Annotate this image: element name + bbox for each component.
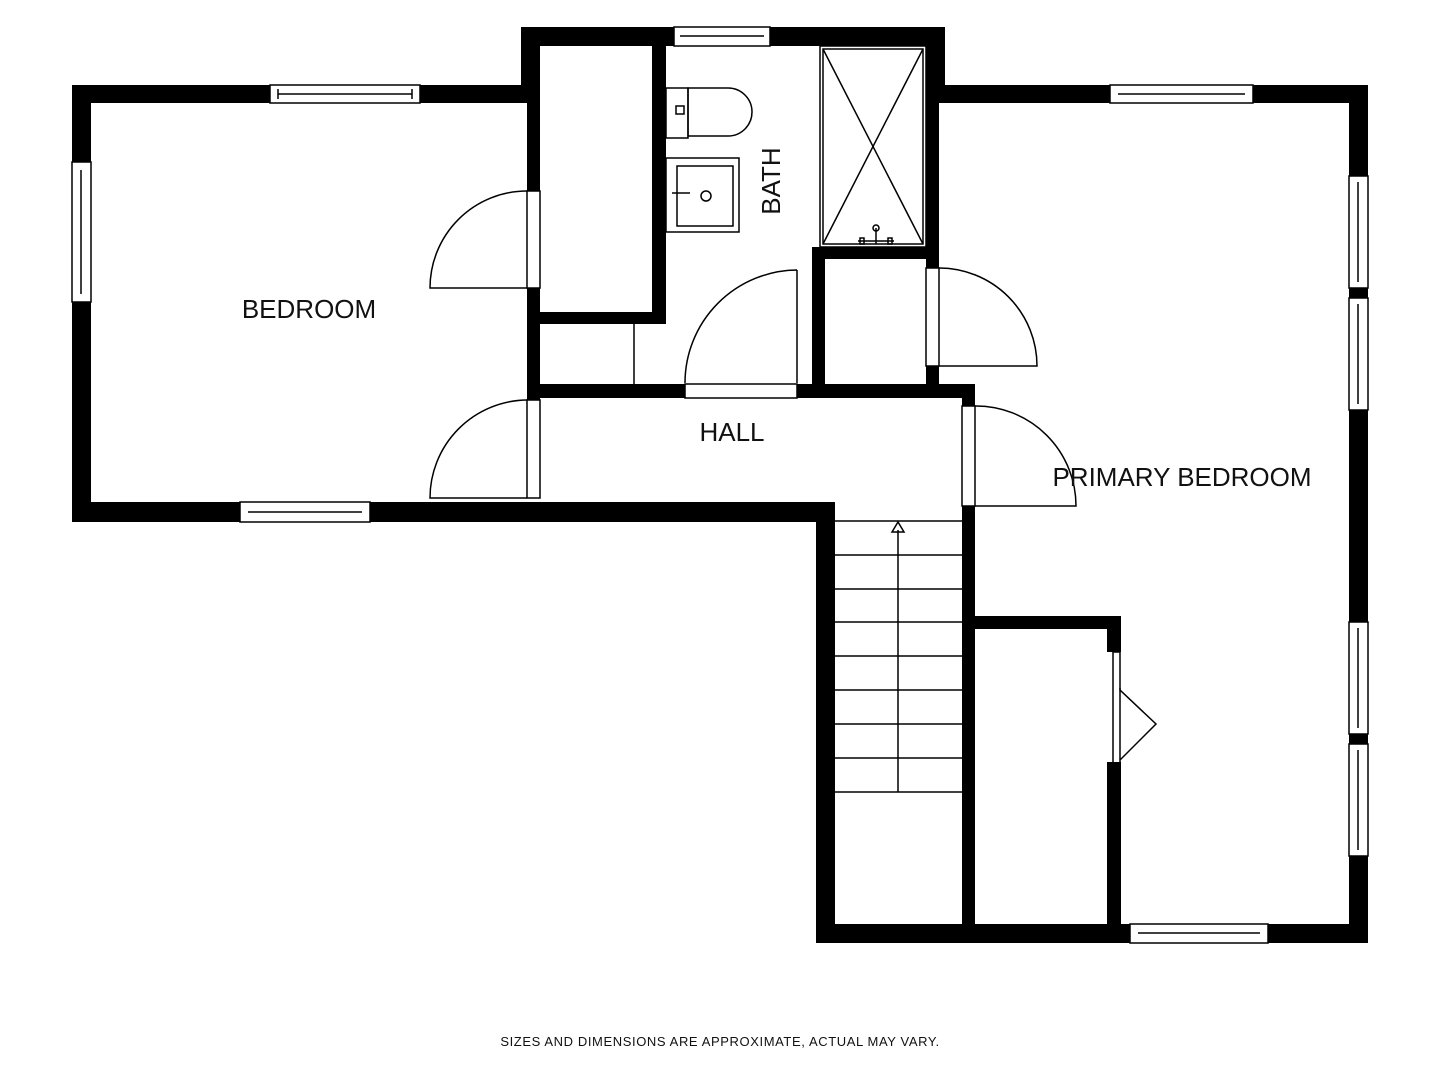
- disclaimer-text: SIZES AND DIMENSIONS ARE APPROXIMATE, AC…: [500, 1034, 940, 1049]
- wall-linen-right-lower: [926, 366, 939, 398]
- wall-bedroom-left: [72, 85, 91, 522]
- toilet-icon: [665, 87, 753, 139]
- door-bath: [684, 269, 798, 399]
- door-primary: [961, 405, 1077, 507]
- wall-closet-bottom: [540, 312, 666, 324]
- shower-icon: [819, 45, 927, 248]
- wall-linen-left: [812, 247, 825, 398]
- wall-primary-bottom: [816, 924, 1368, 943]
- room-labels: BEDROOM BATH HALL PRIMARY BEDROOM: [242, 147, 1312, 492]
- window-primary-bottom: [1129, 923, 1269, 944]
- wall-stair-left: [816, 502, 835, 943]
- window-primary-top: [1109, 84, 1254, 104]
- stair-arrow-icon: [890, 520, 906, 533]
- label-hall: HALL: [699, 417, 764, 447]
- window-bedroom-left: [71, 161, 92, 303]
- wall-primary-closet-right-top: [1107, 616, 1121, 652]
- wall-bath-left: [521, 27, 540, 103]
- door-bedroom-closet: [429, 190, 541, 289]
- window-primary-right-2: [1348, 297, 1369, 411]
- wall-bedroom-right-mid: [527, 288, 540, 400]
- wall-primary-closet-right-bottom: [1107, 762, 1121, 943]
- window-bedroom-top: [269, 84, 421, 104]
- window-bath-top: [673, 26, 771, 47]
- windows: [71, 26, 1369, 944]
- wall-linen-top: [812, 247, 939, 259]
- doors: [429, 190, 1158, 762]
- label-primary-bedroom: PRIMARY BEDROOM: [1052, 462, 1311, 492]
- shower-valve-icon: [858, 224, 894, 245]
- label-bedroom: BEDROOM: [242, 294, 376, 324]
- sink-icon: [665, 157, 740, 233]
- wall-linen-right: [926, 247, 939, 268]
- window-primary-right-1: [1348, 175, 1369, 289]
- fixtures: [633, 45, 962, 793]
- wall-hall-right-lower: [962, 506, 975, 943]
- window-primary-right-3: [1348, 621, 1369, 735]
- door-linen: [925, 267, 1038, 367]
- wall-bedroom-bottom: [72, 502, 832, 522]
- door-primary-closet: [1112, 651, 1158, 762]
- wall-bedroom-right-upper: [527, 85, 540, 191]
- wall-primary-closet-top: [962, 616, 1121, 629]
- door-bedroom-hall: [429, 399, 541, 499]
- window-bedroom-bottom: [239, 501, 371, 523]
- wall-closet-right: [652, 46, 666, 324]
- window-primary-right-4: [1348, 743, 1369, 857]
- wall-bath-right: [926, 46, 939, 247]
- stairs: [835, 520, 962, 793]
- label-bath: BATH: [756, 147, 786, 214]
- wall-hall-right-upper: [962, 384, 975, 406]
